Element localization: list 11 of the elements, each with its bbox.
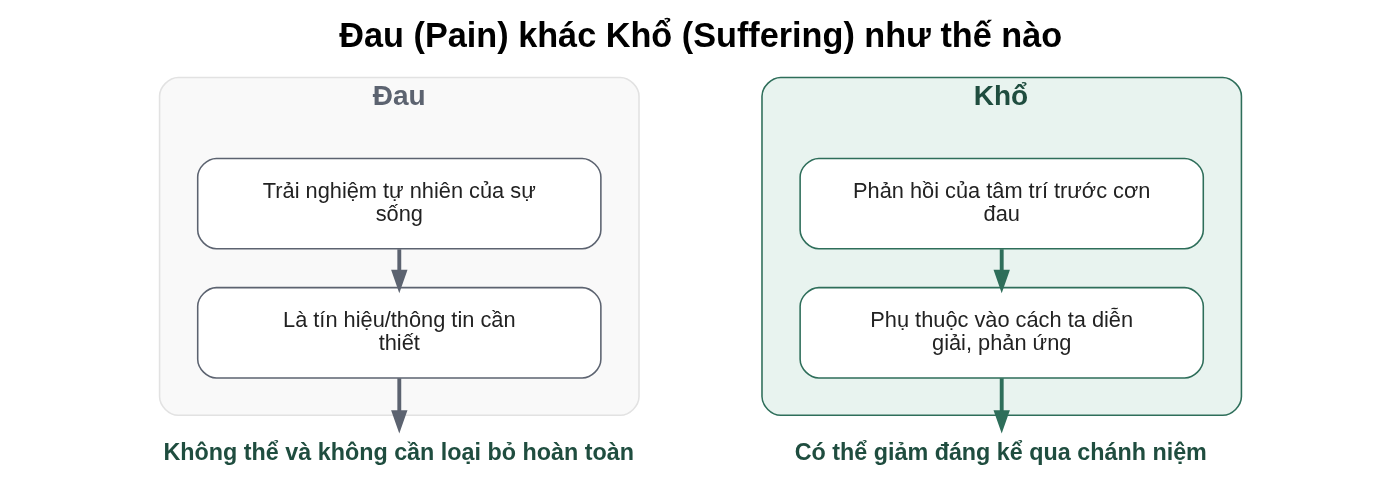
node-box: Trải nghiệm tự nhiên của sự sống	[196, 157, 602, 249]
node-box: Phản hồi của tâm trí trước cơn đau	[798, 157, 1204, 249]
node-box: Phụ thuộc vào cách ta diễn giải, phản ứng	[798, 286, 1204, 379]
diagram-title: Đau (Pain) khác Khổ (Suffering) như thế nào	[338, 15, 1062, 54]
arrow	[993, 248, 1010, 293]
node-box: Là tín hiệu/thông tin cần thiết	[196, 286, 602, 379]
node-text: Có thể giảm đáng kể qua chánh niệm	[794, 438, 1207, 465]
node-text: Không thể và không cần loại bỏ hoàn toàn	[162, 438, 634, 465]
arrow	[390, 377, 407, 434]
arrow	[993, 377, 1010, 434]
arrow	[390, 248, 407, 293]
